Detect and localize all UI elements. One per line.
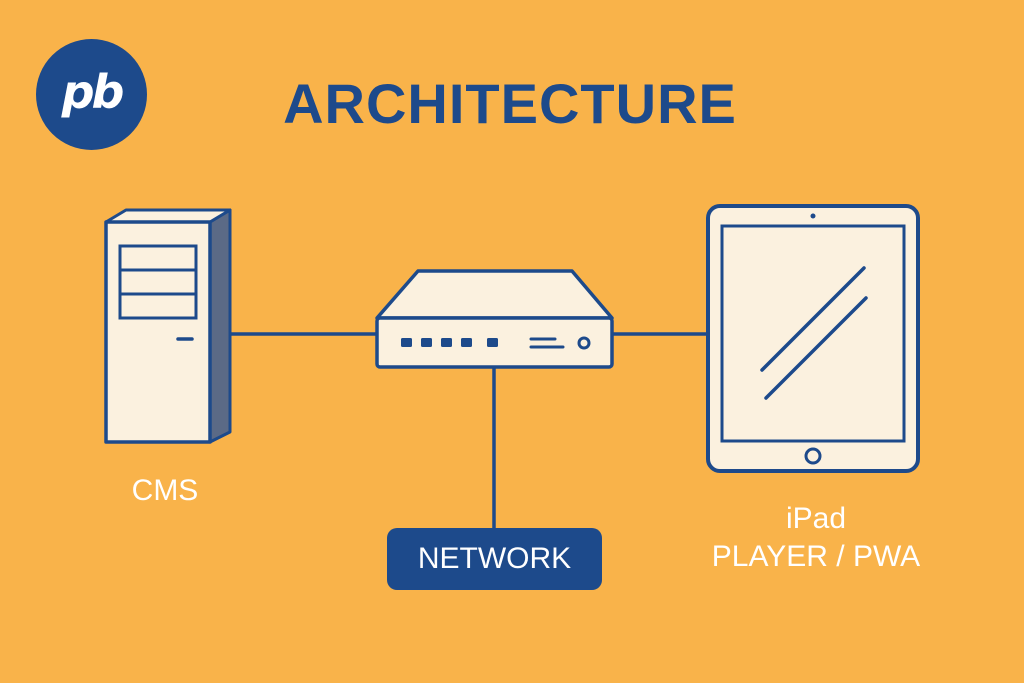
server-tower-icon: [104, 208, 232, 444]
tablet-icon: [706, 204, 920, 473]
logo-badge: pb: [36, 39, 147, 150]
router-icon: [375, 269, 614, 369]
ipad-label: iPad PLAYER / PWA: [686, 500, 946, 576]
network-badge: NETWORK: [387, 528, 602, 590]
page-title: ARCHITECTURE: [283, 72, 737, 135]
network-label: NETWORK: [417, 542, 572, 575]
connector-lines: [230, 332, 708, 528]
ipad-label-line2: PLAYER / PWA: [711, 540, 921, 573]
logo-text: pb: [61, 65, 125, 119]
cms-label: CMS: [131, 474, 199, 507]
ipad-label-line1: iPad: [785, 502, 847, 535]
